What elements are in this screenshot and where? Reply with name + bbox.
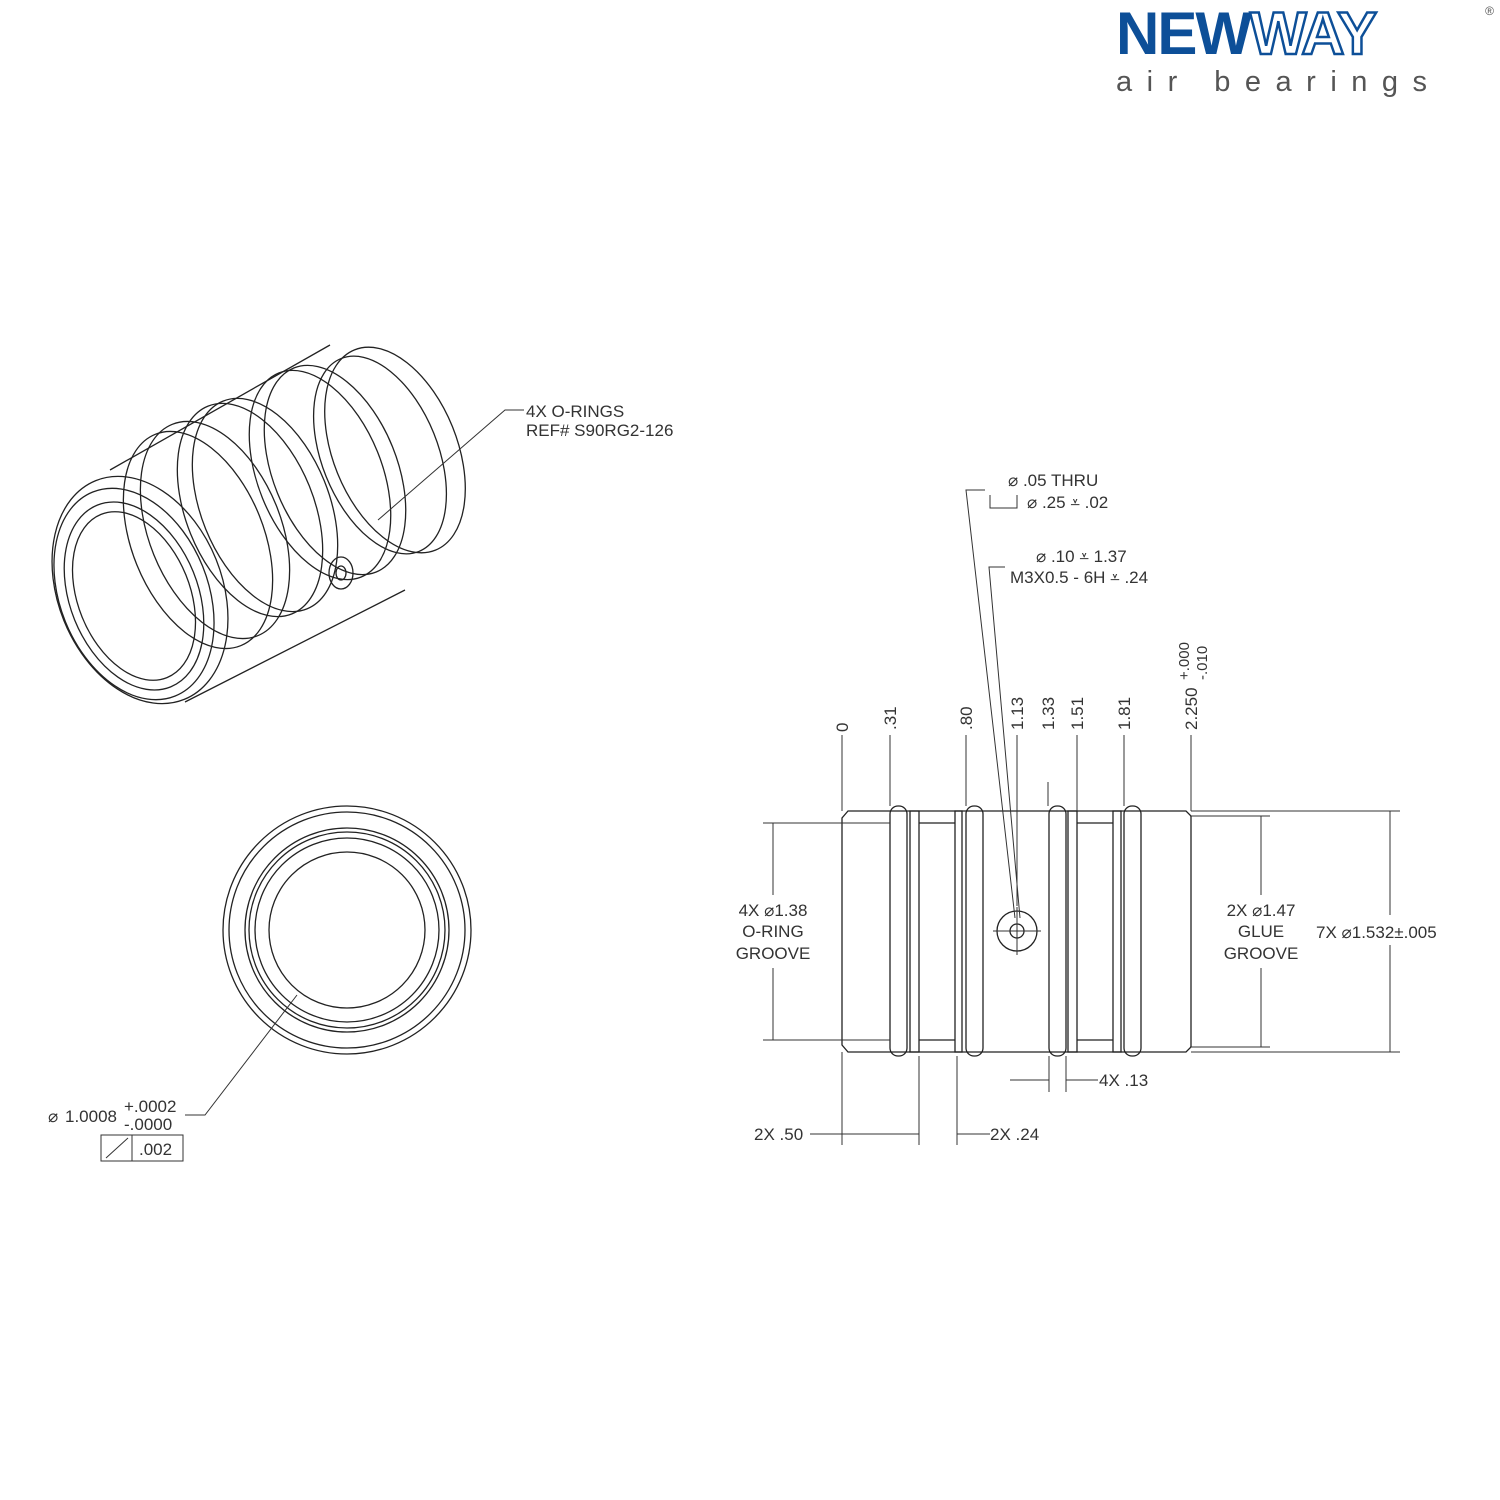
ordinate-80: .80 <box>957 706 976 730</box>
glue-groove-label2: GROOVE <box>1224 944 1299 963</box>
registered-mark: ® <box>1485 4 1494 18</box>
land-width-dim: 2X .24 <box>990 1125 1039 1144</box>
oring-callout-line2: REF# S90RG2-126 <box>526 421 673 440</box>
isometric-view: 4X O-RINGS REF# S90RG2-126 <box>51 344 673 705</box>
logo-new: NEW <box>1116 0 1252 67</box>
oring-groove-label2: GROOVE <box>736 944 811 963</box>
logo-way: WAY <box>1249 0 1379 67</box>
overall-length-tol-minus: -.010 <box>1194 646 1211 680</box>
oring-groove-dim: 4X ⌀1.38 <box>739 901 808 920</box>
hole-note-line2: ⌀ .25 ⩡ .02 <box>1027 493 1108 512</box>
ordinate-31: .31 <box>881 706 900 730</box>
oring-groove-label: O-RING <box>742 922 803 941</box>
hole-note-line1: ⌀ .05 THRU <box>1008 471 1098 490</box>
logo-tagline: air bearings <box>1116 66 1442 98</box>
thread-note-line1: ⌀ .10 ⩡ 1.37 <box>1036 547 1127 566</box>
ordinate-0: 0 <box>833 723 852 732</box>
overall-length: 2.250 <box>1182 687 1201 730</box>
bore-tol-plus: +.0002 <box>124 1097 176 1116</box>
glue-groove-label: GLUE <box>1238 922 1284 941</box>
glue-groove-dim: 2X ⌀1.47 <box>1227 901 1296 920</box>
bore-diameter: 1.0008 <box>65 1107 117 1126</box>
outer-diameter-dim: 7X ⌀1.532±.005 <box>1316 923 1437 942</box>
groove-width-dim: 4X .13 <box>1099 1071 1148 1090</box>
end-length-dim: 2X .50 <box>754 1125 803 1144</box>
ordinate-181: 1.81 <box>1115 697 1134 730</box>
ordinate-151: 1.51 <box>1068 697 1087 730</box>
newway-logo: NEWWAY ® air bearings <box>1116 2 1496 99</box>
end-view: ⌀ 1.0008 +.0002 -.0000 .002 <box>48 805 472 1162</box>
ordinate-113: 1.13 <box>1008 697 1027 730</box>
side-view: ⌀ .05 THRU ⌀ .25 ⩡ .02 ⌀ .10 ⩡ 1.37 M3X0… <box>736 471 1437 1145</box>
bore-tol-minus: -.0000 <box>124 1115 172 1134</box>
thread-note-line2: M3X0.5 - 6H ⩡ .24 <box>1010 568 1148 587</box>
ordinate-133: 1.33 <box>1039 697 1058 730</box>
diameter-symbol: ⌀ <box>48 1107 58 1126</box>
runout-value: .002 <box>139 1140 172 1159</box>
runout-arrow-icon <box>105 1137 129 1159</box>
overall-length-tol-plus: +.000 <box>1176 642 1193 680</box>
oring-callout-line1: 4X O-RINGS <box>526 402 624 421</box>
